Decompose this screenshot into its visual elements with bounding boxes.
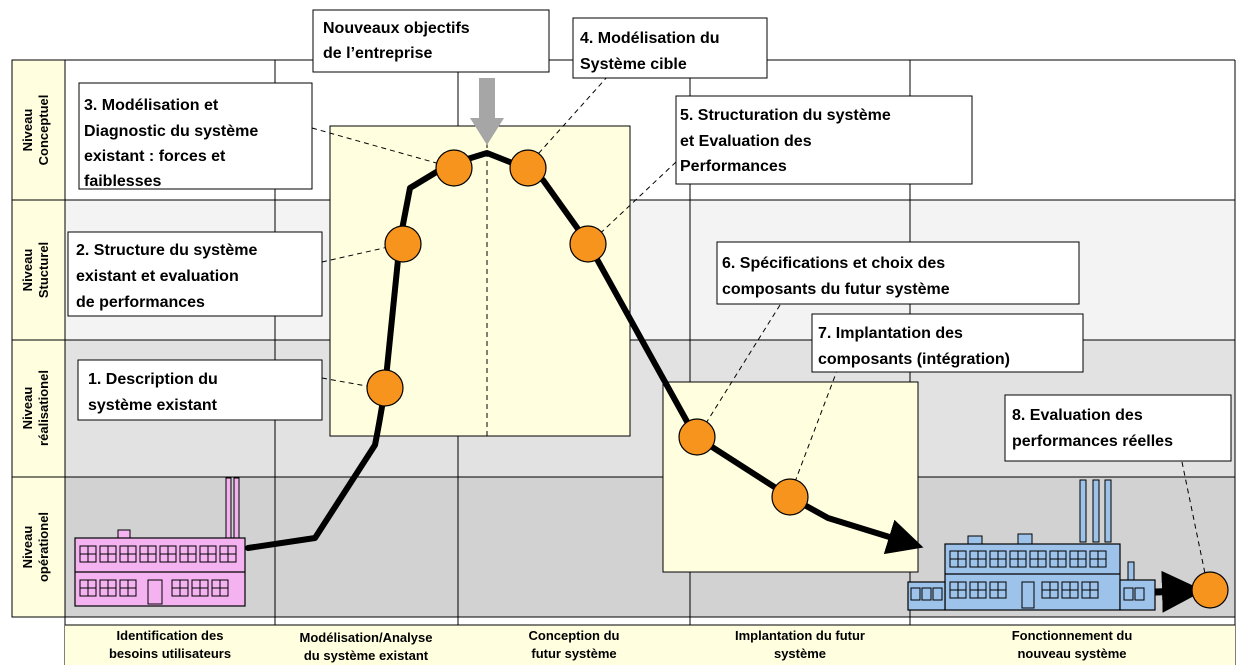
level-label-conceptuel-line1: Niveau — [20, 109, 35, 152]
objectives-line2: de l’entreprise — [323, 45, 432, 62]
step-7-line2: composants (intégration) — [818, 351, 1010, 368]
step-4-line1: 4. Modélisation du — [580, 30, 720, 47]
step-8-line2: performances réelles — [1012, 433, 1173, 450]
step-5-node — [569, 225, 607, 263]
objectives-line1: Nouveaux objectifs — [323, 20, 470, 37]
step-3-callout: 3. Modélisation et Diagnostic du système… — [78, 82, 313, 190]
step-8-callout: 8. Evaluation des performances réelles — [1004, 394, 1232, 462]
level-label-realisationel-line2: réalisationel — [36, 370, 51, 446]
step-nodes — [366, 149, 1229, 609]
step-5-callout: 5. Structuration du système et Evaluatio… — [675, 95, 973, 185]
level-label-structurel-line2: Stucturel — [36, 242, 51, 298]
step-3-line4: faiblesses — [84, 173, 161, 190]
step-1-line2: système existant — [88, 397, 218, 414]
step-3-line3: existant : forces et — [84, 148, 226, 165]
step-8-node — [1191, 571, 1229, 609]
step-2-callout: 2. Structure du système existant et eval… — [67, 231, 323, 317]
step-4-callout: 4. Modélisation du Système cible — [572, 17, 768, 79]
new-factory-icon — [907, 479, 1156, 611]
phase-label-conception-line2: futur système — [531, 646, 616, 661]
step-7-callout: 7. Implantation des composants (intégrat… — [811, 313, 1084, 373]
existing-factory-icon — [74, 477, 246, 607]
leader-lines — [311, 75, 1209, 589]
step-6-line2: composants du futur système — [722, 281, 950, 298]
objectives-arrow-icon — [470, 78, 504, 145]
final-arrow — [1154, 570, 1204, 613]
step-2-line1: 2. Structure du système — [76, 242, 258, 259]
step-2-node — [384, 225, 422, 263]
step-7-node — [771, 478, 809, 516]
step-6-node — [678, 418, 716, 456]
step-4-line2: Système cible — [580, 56, 687, 73]
step-3-line2: Diagnostic du système — [84, 123, 258, 140]
phase-label-identification-line2: besoins utilisateurs — [109, 646, 231, 661]
step-4-node — [509, 149, 547, 187]
level-label-realisationel-line1: Niveau — [20, 387, 35, 430]
callouts: Nouveaux objectifs de l’entreprise 1. De… — [67, 9, 1232, 462]
phase-label-identification-line1: Identification des — [117, 628, 224, 643]
step-3-line1: 3. Modélisation et — [84, 97, 219, 114]
phase-label-implantation-line1: Implantation du futur — [735, 628, 865, 643]
phase-label-implantation-line2: système — [774, 646, 826, 661]
step-1-node — [366, 369, 404, 407]
step-3-node — [435, 149, 473, 187]
level-label-conceptuel-line2: Conceptuel — [36, 95, 51, 166]
phase-label-conception-line1: Conception du — [529, 628, 620, 643]
phase-label-fonctionnement-line1: Fonctionnement du — [1012, 628, 1133, 643]
phase-label-fonctionnement-line2: nouveau système — [1017, 646, 1126, 661]
level-label-structurel-line1: Niveau — [20, 249, 35, 292]
step-8-line1: 8. Evaluation des — [1012, 407, 1143, 424]
step-5-line2: et Evaluation des — [680, 133, 812, 150]
step-6-line1: 6. Spécifications et choix des — [722, 255, 945, 272]
step-5-line1: 5. Structuration du système — [680, 107, 891, 124]
analysis-design-zone — [329, 125, 631, 437]
step-6-callout: 6. Spécifications et choix des composant… — [716, 241, 1080, 305]
step-2-line2: existant et evaluation — [76, 268, 239, 285]
level-labels: Niveau Conceptuel Niveau Stucturel Nivea… — [11, 59, 66, 618]
objectives-callout: Nouveaux objectifs de l’entreprise — [312, 9, 550, 73]
phase-label-modelisation-line1: Modélisation/Analyse — [300, 630, 433, 645]
step-7-line1: 7. Implantation des — [818, 325, 963, 342]
level-label-operationel-line2: opérationel — [36, 512, 51, 582]
step-2-line3: de performances — [76, 294, 205, 311]
level-label-operationel-line1: Niveau — [20, 526, 35, 569]
phase-label-modelisation-line2: du système existant — [304, 648, 429, 663]
step-1-callout: 1. Description du système existant — [77, 359, 323, 421]
phase-labels: Identification des besoins utilisateurs … — [65, 624, 1235, 665]
step-1-line1: 1. Description du — [88, 371, 218, 388]
implementation-zone — [662, 381, 919, 573]
step-5-line3: Performances — [680, 158, 787, 175]
